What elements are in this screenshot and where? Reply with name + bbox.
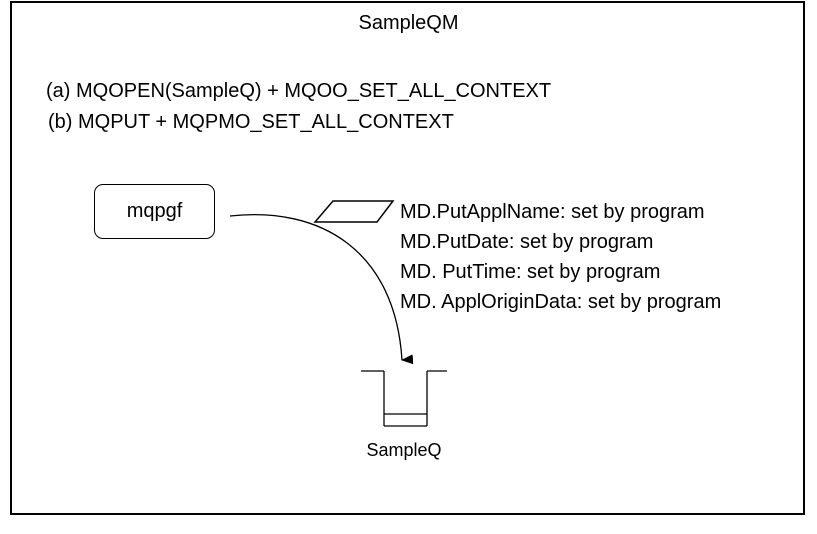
queue-icon — [361, 370, 447, 427]
queue-label: SampleQ — [366, 440, 442, 460]
message-descriptor-icon — [313, 200, 395, 223]
step-open-label: (a) MQOPEN(SampleQ) + MQOO_SET_ALL_CONTE… — [46, 80, 552, 102]
queue-manager-boundary — [10, 1, 805, 515]
md-field-put-date: MD.PutDate: set by program — [400, 231, 654, 253]
md-field-put-time: MD. PutTime: set by program — [400, 261, 661, 283]
program-label: mqpgf — [126, 200, 183, 222]
queue-manager-title: SampleQM — [358, 12, 459, 34]
md-field-put-appl-name: MD.PutApplName: set by program — [400, 201, 705, 223]
put-arrow — [229, 214, 414, 365]
step-put-label: (b) MQPUT + MQPMO_SET_ALL_CONTEXT — [48, 111, 454, 133]
md-field-appl-origin-data: MD. ApplOriginData: set by program — [400, 291, 722, 313]
program-box: mqpgf — [94, 184, 215, 239]
